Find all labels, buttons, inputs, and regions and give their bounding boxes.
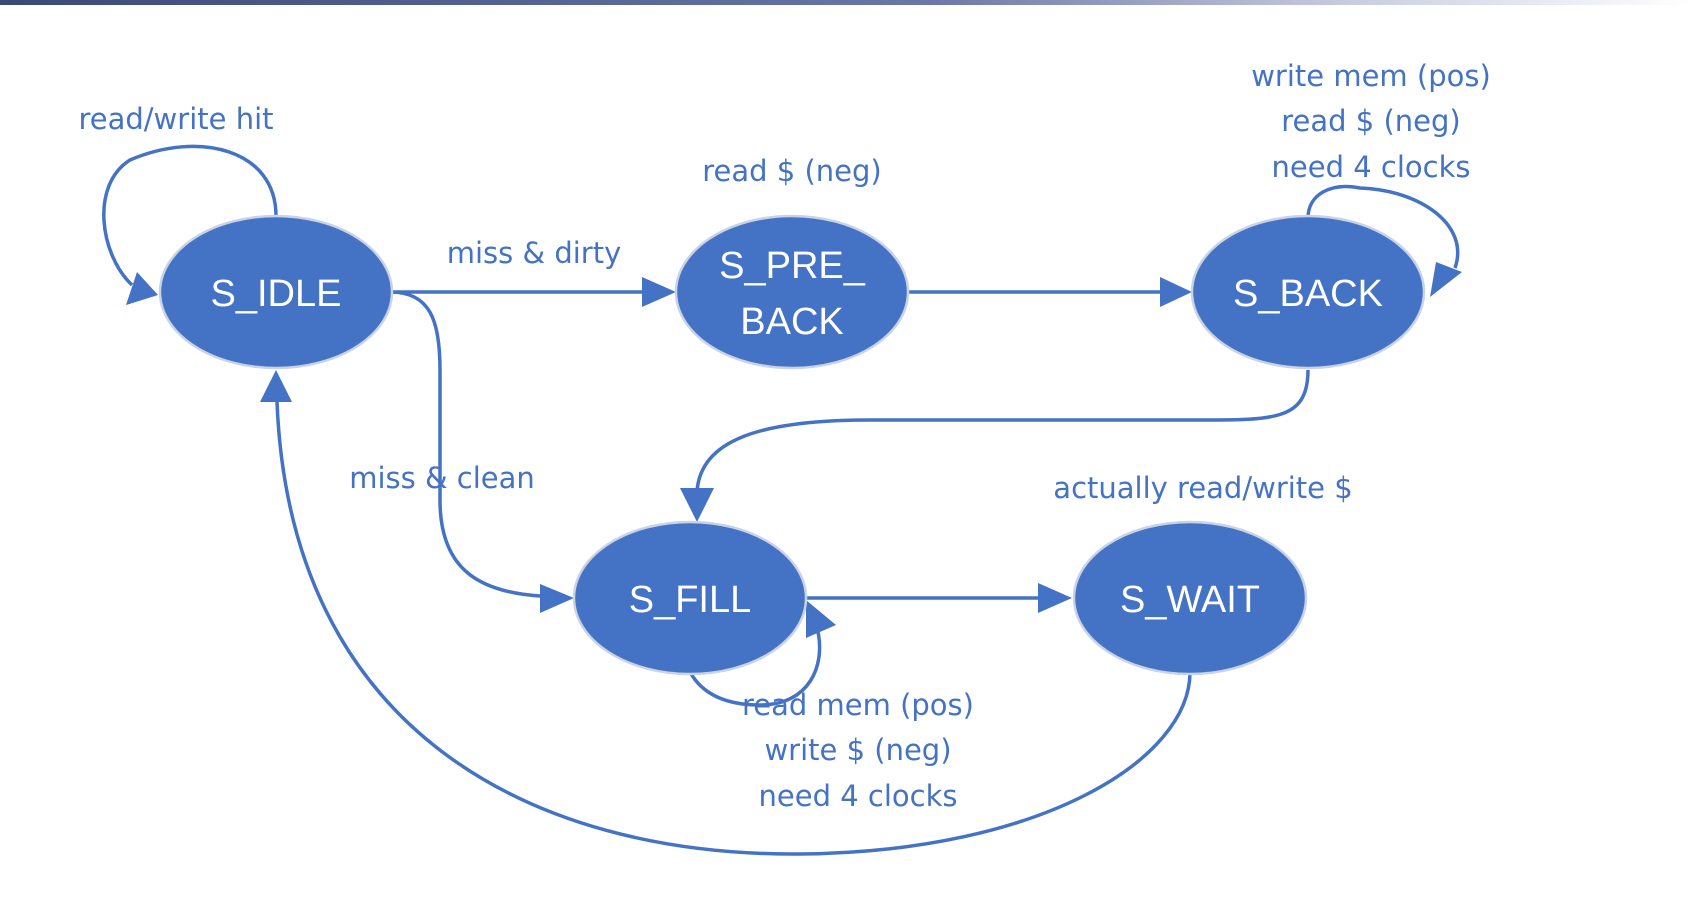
- state-s-fill-shape: [572, 520, 808, 676]
- state-s-wait-shape: [1072, 520, 1308, 676]
- state-s-back-shape: [1190, 214, 1426, 370]
- state-s-idle-label: S_IDLE: [211, 273, 342, 315]
- arrowhead-back-to-fill: [680, 488, 714, 522]
- state-s-wait-label: S_WAIT: [1120, 579, 1260, 621]
- edge-fill-self-loop: [688, 631, 822, 707]
- label-idle-self-loop: read/write hit: [78, 102, 273, 136]
- state-s-idle-shape: [158, 214, 394, 370]
- top-accent-bar: [0, 0, 1690, 5]
- arrowhead-idle-self-loop: [126, 272, 158, 305]
- label-fill-note-line3: need 4 clocks: [759, 779, 958, 813]
- label-back-note-line3: need 4 clocks: [1272, 150, 1471, 184]
- label-idle-to-fill: miss & clean: [349, 461, 535, 495]
- state-s-pre-back-shape: [674, 214, 910, 370]
- label-back-note-line2: read $ (neg): [1281, 104, 1460, 138]
- label-fill-note-line1: read mem (pos): [742, 688, 974, 722]
- edge-back-self-loop: [1306, 184, 1460, 269]
- label-pre-back-note: read $ (neg): [702, 154, 881, 188]
- edge-idle-to-fill: [389, 290, 541, 598]
- state-s-wait: S_WAIT: [1072, 520, 1308, 676]
- arrowhead-fill-self-loop: [806, 600, 836, 638]
- label-wait-note: actually read/write $: [1053, 471, 1352, 505]
- label-back-note-line1: write mem (pos): [1251, 59, 1491, 93]
- state-s-pre-back: S_PRE_ BACK: [674, 214, 910, 370]
- state-s-fill: S_FILL: [572, 520, 808, 676]
- arrowhead-wait-to-idle: [260, 370, 292, 402]
- arrowhead-fill-to-wait: [1038, 583, 1072, 613]
- arrowhead-idle-to-pre-back: [642, 277, 676, 307]
- edge-idle-self-loop: [102, 144, 278, 287]
- arrowhead-back-self-loop: [1430, 262, 1462, 297]
- state-s-back-label: S_BACK: [1233, 273, 1383, 315]
- state-s-pre-back-label-line1: S_PRE_: [719, 245, 866, 287]
- edge-back-to-fill: [695, 369, 1310, 493]
- edge-wait-to-idle: [275, 401, 1192, 856]
- arrowhead-idle-to-fill: [540, 584, 574, 613]
- state-s-fill-label: S_FILL: [629, 579, 752, 621]
- state-s-pre-back-label-line2: BACK: [740, 301, 843, 343]
- state-s-back: S_BACK: [1190, 214, 1426, 370]
- state-s-idle: S_IDLE: [158, 214, 394, 370]
- arrowhead-pre-back-to-back: [1160, 277, 1192, 307]
- label-fill-note-line2: write $ (neg): [764, 733, 951, 767]
- label-idle-to-pre-back: miss & dirty: [447, 236, 622, 270]
